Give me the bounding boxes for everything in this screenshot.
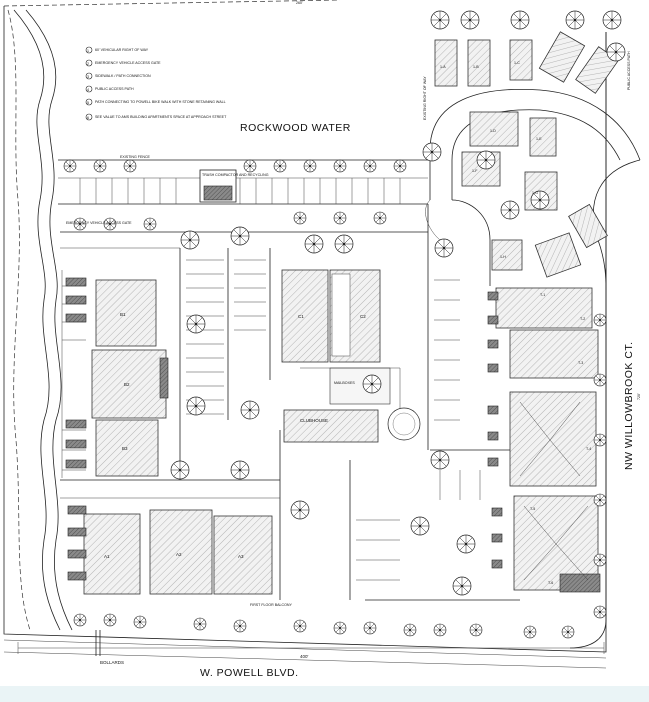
willowbrook-ct-label: NW WILLOWBROOK CT.: [623, 341, 635, 470]
townhome-t3-label: T-3: [578, 361, 583, 365]
mailbox-note: MAILBOXES: [334, 381, 355, 385]
cottage-cluster: [434, 31, 619, 278]
drive-aisles: [60, 204, 520, 601]
legend-num-5: 5: [87, 101, 89, 105]
building-a3-label: A3: [238, 554, 244, 559]
cottage-1h-label: 1-H: [500, 255, 506, 259]
powell-blvd-label: W. POWELL BLVD.: [200, 667, 299, 679]
legend-markers: [85, 46, 93, 121]
cottage-1c-label: 1-C: [514, 61, 520, 65]
cottage-1e-label: 1-E: [536, 137, 542, 141]
center-apartment-building: [281, 269, 381, 363]
building-b3-label: B3: [122, 446, 128, 451]
townhome-t5-label: T-5: [530, 507, 535, 511]
rockwood-water-label: ROCKWOOD WATER: [240, 122, 351, 134]
townhome-t6-label: T-6: [548, 581, 553, 585]
legend-num-4: 4: [87, 88, 89, 92]
legend-num-3: 3: [87, 75, 89, 79]
townhome-t2-label: T-2: [580, 317, 585, 321]
legend-num-2: 2: [87, 62, 89, 66]
cottage-1d-label: 1-D: [490, 129, 496, 133]
north-parking: [58, 159, 428, 205]
townhome-rows: [487, 287, 601, 593]
cottage-1b-label: 1-B: [473, 65, 479, 69]
building-a1-label: A1: [104, 554, 110, 559]
cottage-1g-label: 1-G: [532, 191, 538, 195]
clubhouse-label: CLUBHOUSE: [300, 418, 328, 423]
building-c2-label: C2: [360, 314, 366, 319]
south-note: FIRST FLOOR BALCONY: [250, 603, 292, 607]
building-labels: B1 B2 B3 C1 C2 A1 A2 A3 T-1 T-2 T-3 T-4 …: [104, 61, 591, 585]
clubhouse: [283, 367, 421, 443]
cottage-1a-label: 1-A: [440, 65, 446, 69]
bottom-strip: [0, 686, 649, 702]
west-meandering-path: [7, 9, 73, 631]
legend-item-2: EMERGENCY VEHICLE ACCESS GATE: [95, 61, 161, 65]
south-apartment-building: [67, 505, 273, 595]
west-apartment-building: [65, 277, 169, 477]
bottom-dimension: [17, 630, 605, 656]
townhome-t4-label: T-4: [586, 447, 591, 451]
bollards-label: BOLLARDS: [100, 660, 124, 665]
townhome-t1-label: T-1: [540, 293, 545, 297]
legend-item-3: SIDEWALK / PATH CONNECTION: [95, 74, 151, 78]
top-dimension-label: 260': [296, 1, 303, 5]
right-dimension-label: 720': [637, 393, 641, 400]
legend-item-4: PUBLIC ACCESS PATH: [95, 87, 134, 91]
west-parking: [61, 270, 86, 478]
existing-row-note: EXISTING RIGHT OF WAY: [423, 76, 427, 120]
public-path-note: PUBLIC ACCESS PATH: [627, 51, 631, 90]
building-b1-label: B1: [120, 312, 126, 317]
building-c1-label: C1: [298, 314, 304, 319]
emergency-gate-label: EMERGENCY VEHICLE ACCESS GATE: [66, 221, 132, 225]
legend-item-5: PATH CONNECTING TO POWELL BIKE WALK WITH…: [95, 100, 226, 104]
bottom-dimension-label: 400': [300, 654, 309, 659]
legend-num-1: 1: [87, 49, 89, 53]
legend-text: 60' VEHICULAR RIGHT OF WAY EMERGENCY VEH…: [87, 48, 227, 120]
legend-item-1: 60' VEHICULAR RIGHT OF WAY: [95, 48, 149, 52]
building-b2-label: B2: [124, 382, 130, 387]
cottage-1f-label: 1-F: [472, 169, 478, 173]
legend-num-6: 6: [87, 116, 89, 120]
trash-note: TRASH COMPACTOR AND RECYCLING: [202, 173, 269, 177]
building-a2-label: A2: [176, 552, 182, 557]
legend-item-6: SEE VALUE TO AMS BUILDING APARTMENTS SPA…: [95, 115, 227, 119]
existing-fence-note: EXISTING FENCE: [120, 155, 151, 159]
